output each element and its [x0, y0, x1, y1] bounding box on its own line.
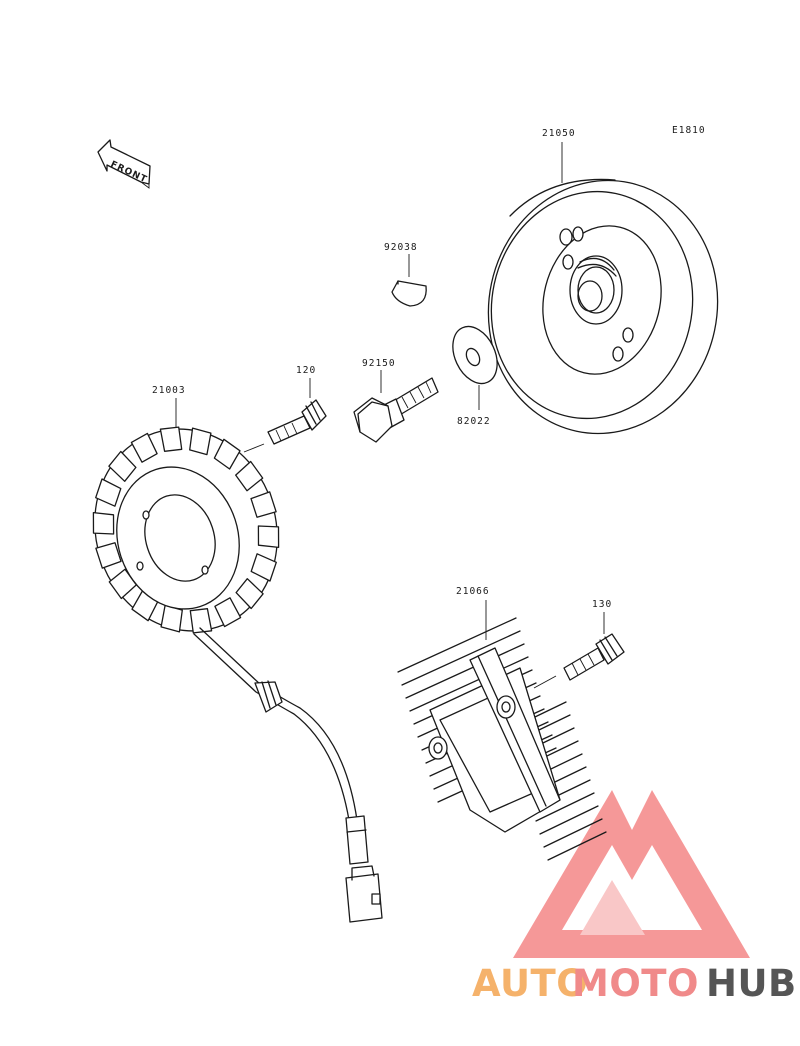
- watermark-text: AUTO MOTO HUB: [472, 962, 797, 1005]
- watermark-auto: AUTO: [472, 962, 588, 1005]
- stator-bolt: [267, 399, 327, 445]
- wire-harness: [193, 627, 383, 923]
- part-label-21066: 21066: [456, 586, 490, 597]
- stator-tooth: [108, 450, 137, 482]
- stator-tooth: [250, 491, 277, 518]
- stator-tooth: [235, 578, 264, 610]
- stator-tooth: [95, 478, 122, 507]
- woodruff-key: [391, 280, 427, 307]
- stator-tooth: [189, 608, 213, 634]
- regulator-fin: [535, 792, 595, 822]
- stator-tooth: [257, 525, 280, 549]
- regulator-fin: [401, 630, 521, 686]
- stator-tooth: [159, 426, 183, 452]
- part-label-130: 130: [592, 599, 612, 610]
- watermark-moto: MOTO: [572, 962, 699, 1005]
- flywheel-rotor: [487, 178, 719, 435]
- regulator-fin: [397, 617, 517, 673]
- regulator-rectifier: [397, 617, 607, 861]
- part-label-92150: 92150: [362, 358, 396, 369]
- stator-tooth: [92, 511, 115, 535]
- regulator-fin: [543, 818, 603, 848]
- stator-tooth: [214, 597, 242, 628]
- part-label-120: 120: [296, 365, 316, 376]
- diagram-code: E1810: [672, 125, 706, 136]
- part-label-21050: 21050: [542, 128, 576, 139]
- front-direction-arrow-icon: FRONT: [97, 139, 151, 189]
- watermark-hub: HUB: [706, 962, 797, 1005]
- stator-tooth: [250, 553, 277, 582]
- part-label-82022: 82022: [457, 416, 491, 427]
- regulator-fin: [409, 656, 529, 712]
- flange-bolt: [353, 377, 439, 443]
- watermark-logo-icon: [513, 790, 750, 958]
- regulator-bolt: [563, 633, 625, 681]
- stator-tooth: [235, 460, 264, 492]
- stator-tooth: [130, 432, 158, 463]
- stator-tooth: [95, 542, 122, 569]
- part-label-21003: 21003: [152, 385, 186, 396]
- regulator-fin: [539, 805, 599, 835]
- part-label-92038: 92038: [384, 242, 418, 253]
- regulator-fin: [405, 643, 525, 699]
- stator-tooth: [189, 427, 212, 456]
- stator-coil: [92, 426, 280, 634]
- stator-tooth: [213, 438, 241, 470]
- regulator-fin: [547, 831, 607, 861]
- washer: [452, 325, 498, 385]
